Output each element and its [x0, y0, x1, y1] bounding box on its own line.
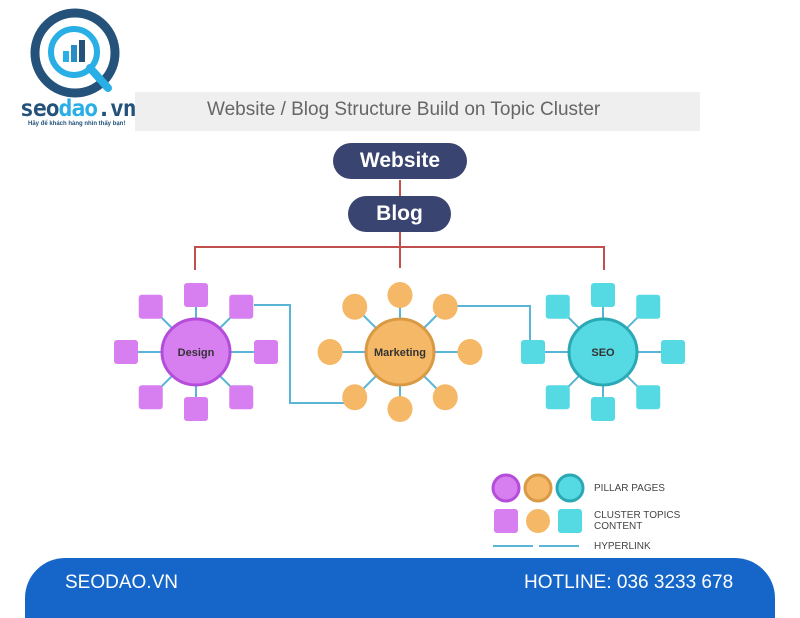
pillar-node	[364, 317, 436, 387]
cluster-topic-node	[342, 293, 368, 320]
cluster-topic-node	[521, 340, 545, 364]
pillar-label: Design	[178, 347, 215, 359]
cluster-topic-node	[184, 397, 208, 421]
topic-cluster-diagram: Design Marketing SEO	[114, 180, 685, 547]
blog-node: Blog	[348, 196, 451, 232]
cluster-topic-node	[591, 397, 615, 421]
website-node: Website	[333, 143, 467, 179]
legend-pillar-pages: PILLAR PAGES	[594, 483, 665, 494]
legend-cluster-swatch	[526, 509, 550, 533]
cluster-topic-node	[114, 340, 138, 364]
cluster-topic-node	[229, 294, 254, 319]
pillar-node	[567, 317, 639, 387]
cluster-topic-node	[138, 294, 163, 319]
pillar-label: SEO	[591, 347, 615, 359]
legend-pillar-swatch	[555, 473, 585, 503]
hyperlink-line	[254, 304, 352, 404]
pillar-label: Marketing	[374, 347, 426, 359]
cluster-topic-node	[138, 385, 163, 410]
footer-hotline[interactable]: HOTLINE: 036 3233 678	[524, 572, 734, 593]
legend-hyperlink: HYPERLINK	[594, 541, 651, 552]
cluster-topic-node	[184, 283, 208, 307]
cluster-topic-node	[317, 339, 343, 365]
pillar-node	[160, 317, 232, 387]
cluster-topic-node	[636, 294, 661, 319]
brand-name: seodao.vn	[20, 96, 137, 122]
page-title: Website / Blog Structure Build on Topic …	[207, 99, 601, 120]
legend-cluster-topics: CLUSTER TOPICS	[594, 510, 681, 521]
cluster-topic-node	[387, 282, 413, 308]
logo-icon	[30, 8, 120, 98]
tagline: Hãy để khách hàng nhìn thấy bạn!	[28, 121, 126, 127]
tree-connector	[194, 180, 605, 270]
legend-pillar-swatch	[491, 473, 521, 503]
cluster-topic-node	[432, 384, 458, 411]
legend-pillar-swatch	[523, 473, 553, 503]
legend-cluster-swatch	[558, 509, 582, 533]
cluster-topic-node	[342, 384, 368, 411]
cluster-topic-node	[229, 385, 254, 410]
footer-site[interactable]: SEODAO.VN	[65, 572, 178, 593]
cluster-topic-node	[432, 293, 458, 320]
cluster-topic-node	[661, 340, 685, 364]
title-bar	[135, 92, 700, 131]
legend-cluster-swatch	[494, 509, 518, 533]
cluster-topic-node	[591, 283, 615, 307]
cluster-topic-node	[387, 396, 413, 422]
cluster-topic-node	[545, 294, 570, 319]
legend-cluster-content: CONTENT	[594, 521, 643, 532]
cluster-topic-node	[457, 339, 483, 365]
cluster-topic-node	[545, 385, 570, 410]
cluster-topic-node	[636, 385, 661, 410]
cluster-topic-node	[254, 340, 278, 364]
